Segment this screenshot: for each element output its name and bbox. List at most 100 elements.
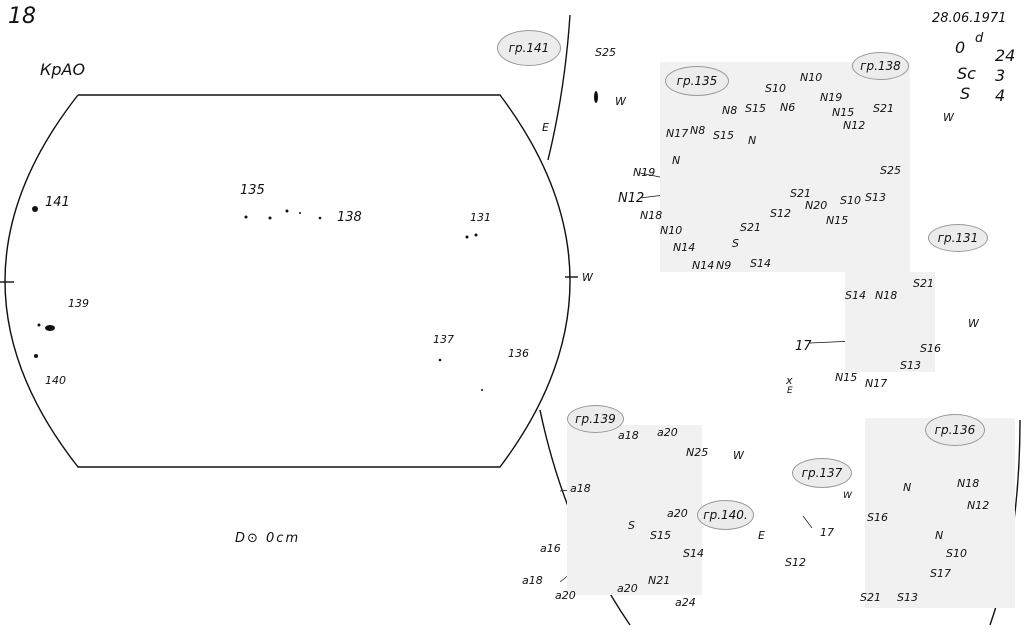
g136-label: N [935,529,944,542]
g131-label: 17 [795,339,812,354]
g140-label: a16 [540,542,561,555]
g135-label: N10 [660,224,683,237]
g140-label: S14 [683,547,704,560]
g135-label: S12 [770,207,791,220]
g137-west: W [843,491,852,501]
g139-label: a20 [657,426,678,439]
g135-label: N9 [716,259,732,272]
g135-label: N12 [618,191,645,206]
s-label: S [960,84,971,103]
g138-label: S13 [865,191,886,204]
g139-label: S [628,519,635,532]
g135-label: S14 [750,257,771,270]
s-value: 4 [995,86,1006,105]
g136-label: S21 [860,591,881,604]
g140-label: a20 [617,582,638,595]
g141-west: W [615,95,626,108]
g135-label: N6 [780,101,796,114]
detail-background-131 [845,272,935,372]
g137-label: S12 [785,556,806,569]
g141-label: S25 [595,46,616,59]
group-140-title: гр.140. [697,500,754,530]
g136-label: S10 [946,547,967,560]
g135-label: N [748,134,757,147]
g136-label: S13 [897,591,918,604]
group-136: 136 [508,347,529,360]
group-137: 137 [433,333,454,346]
disk-west-label: W [582,271,593,284]
g136-label: S16 [867,511,888,524]
group-135-title: гр.135 [665,66,729,96]
g131-label: S16 [920,342,941,355]
sheet-number: 18 [8,4,36,29]
time-label: 0 [955,38,966,57]
group-131: 131 [470,211,491,224]
g131-x: x [786,374,793,387]
g140-label: a24 [675,596,696,609]
g138-label: N10 [800,71,823,84]
g135-label: N [672,154,681,167]
g139-label: N25 [686,446,709,459]
group-137-title: гр.137 [792,458,852,488]
g139-label: a18 [618,429,639,442]
g136-label: N12 [967,499,990,512]
g137-label: 17 [820,526,834,539]
g131-east: E [787,386,793,396]
g140-label: a18 [522,574,543,587]
g139-label: S15 [650,529,671,542]
g140-label: N21 [648,574,671,587]
observation-date: 28.06.1971 [932,11,1007,26]
g139-label: a18 [570,482,591,495]
g138-label: N15 [826,214,849,227]
group-138: 138 [337,210,362,225]
g138-label: N20 [805,199,828,212]
detail-background-135-138 [660,62,910,272]
g135-label: N17 [666,127,689,140]
g131-label: N17 [865,377,888,390]
g139-label: a20 [667,507,688,520]
group-131-title: гр.131 [928,224,988,252]
g140-label: a20 [555,589,576,602]
group-140: 140 [45,374,66,387]
group-139-title: гр.139 [567,405,624,433]
g138-label: S21 [873,102,894,115]
group-139: 139 [68,297,89,310]
g136-label: N18 [957,477,980,490]
g131-west: W [968,317,979,330]
g131-label: N15 [835,371,858,384]
detail-background-136 [865,418,1015,608]
detail-background-139-140 [567,425,702,595]
limb-curve-upper [547,14,571,161]
time-sup: d [975,31,984,46]
g136-label: N [903,481,912,494]
g135-label: N19 [633,166,656,179]
group-135: 135 [240,183,265,198]
g131-label: S14 [845,289,866,302]
g138-label: N12 [843,119,866,132]
disk-footer: D⊙ 0cm [235,531,301,546]
g138-label: S10 [840,194,861,207]
g135-label: N14 [673,241,696,254]
g139-west: W [733,449,744,462]
g135-label: N8 [690,124,706,137]
g140-east: E [758,529,765,542]
g138-label: N19 [820,91,843,104]
g135-label: S10 [765,82,786,95]
g135-label: N14 [692,259,715,272]
g131-label: S13 [900,359,921,372]
g135-label: S15 [745,102,766,115]
g131-label: N18 [875,289,898,302]
g135-label: S21 [790,187,811,200]
solar-disk-outline [4,94,571,468]
g136-label: S17 [930,567,951,580]
g135-label: N18 [640,209,663,222]
group-136-title: гр.136 [925,414,985,446]
g141-east: E [542,121,549,134]
g135-label: S [732,237,739,250]
sc-value: 3 [995,66,1006,85]
sc-label: Sc [957,64,976,83]
g135-label: N8 [722,104,738,117]
g135-west: W [943,111,954,124]
g131-label: S21 [913,277,934,290]
